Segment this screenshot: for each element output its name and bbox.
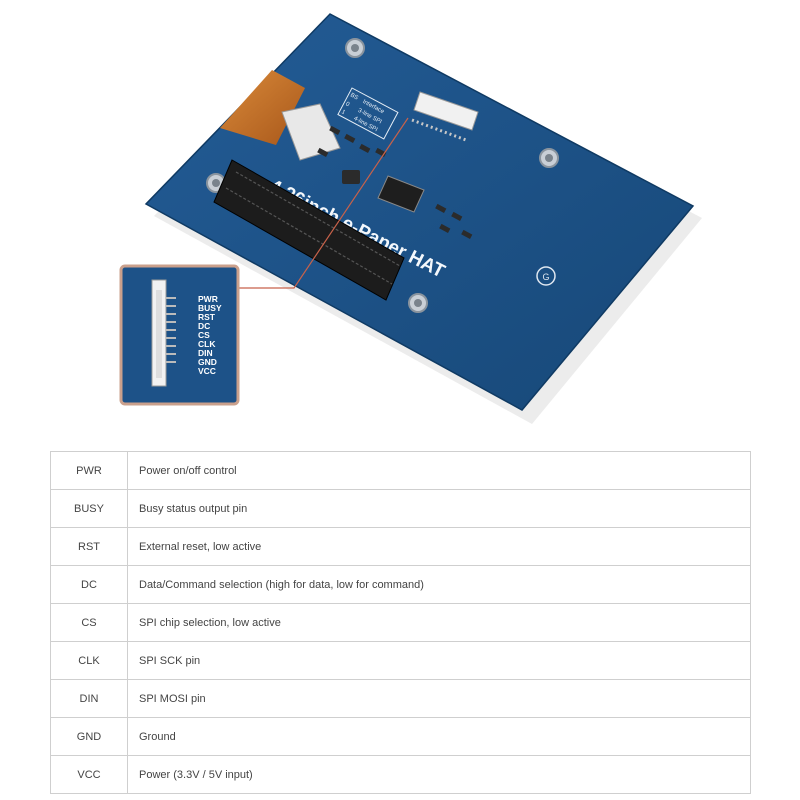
pin-name-cell: CLK (50, 641, 128, 680)
controller-chip (377, 175, 425, 213)
product-image: G BS Interface 0 3-line SPI 1 4-line SPI (119, 13, 702, 424)
inset-label-vcc: VCC (198, 366, 216, 376)
inset-label-dc: DC (198, 321, 210, 331)
pin-name-cell: VCC (50, 755, 128, 794)
pin-name-cell: RST (50, 527, 128, 566)
inset-label-pwr: PWR (198, 294, 218, 304)
table-row: GND Ground (50, 717, 751, 756)
flex-cable (220, 70, 305, 145)
inset-label-clk: CLK (198, 339, 216, 349)
pin-description-cell: SPI SCK pin (127, 641, 751, 680)
callout-line (238, 117, 409, 289)
table-row: BUSY Busy status output pin (50, 489, 751, 528)
mounting-holes (206, 38, 559, 313)
pin-description-cell: SPI MOSI pin (127, 679, 751, 718)
epaper-hat-illustration: G BS Interface 0 3-line SPI 1 4-line SPI (119, 13, 702, 424)
silk-tag: BS (349, 92, 359, 101)
pin-description-table: PWR Power on/off control BUSY Busy statu… (50, 451, 751, 794)
inset-label-rst: RST (198, 312, 216, 322)
table-row: VCC Power (3.3V / 5V input) (50, 755, 751, 794)
inset-label-gnd: GND (198, 357, 217, 367)
inset-label-cs: CS (198, 330, 210, 340)
inset-label-busy: BUSY (198, 303, 222, 313)
pin-description-cell: SPI chip selection, low active (127, 603, 751, 642)
table-row: DIN SPI MOSI pin (50, 679, 751, 718)
pin-description-cell: External reset, low active (127, 527, 751, 566)
pin-description-cell: Ground (127, 717, 751, 756)
inset-label-din: DIN (198, 348, 213, 358)
board-connector (413, 91, 479, 131)
pin-description-cell: Power (3.3V / 5V input) (127, 755, 751, 794)
pin-name-cell: DIN (50, 679, 128, 718)
pin-name-cell: DC (50, 565, 128, 604)
table-row: PWR Power on/off control (50, 451, 751, 490)
gpio-header (213, 159, 405, 301)
table-row: CLK SPI SCK pin (50, 641, 751, 680)
table-row: DC Data/Command selection (high for data… (50, 565, 751, 604)
connector-zoom-inset: PWR BUSY RST DC CS CLK DIN GND VCC (119, 264, 240, 406)
header-pins (225, 171, 401, 285)
silk-sel-1: 1 (340, 109, 346, 116)
pin-description-cell: Power on/off control (127, 451, 751, 490)
pin-name-cell: PWR (50, 451, 128, 490)
svg-text:G: G (542, 272, 549, 282)
pin-name-cell: CS (50, 603, 128, 642)
pin-description-cell: Busy status output pin (127, 489, 751, 528)
pin-name-cell: GND (50, 717, 128, 756)
table-row: CS SPI chip selection, low active (50, 603, 751, 642)
table-row: RST External reset, low active (50, 527, 751, 566)
pin-description-cell: Data/Command selection (high for data, l… (127, 565, 751, 604)
silk-sel-0: 0 (344, 101, 350, 108)
pin-name-cell: BUSY (50, 489, 128, 528)
